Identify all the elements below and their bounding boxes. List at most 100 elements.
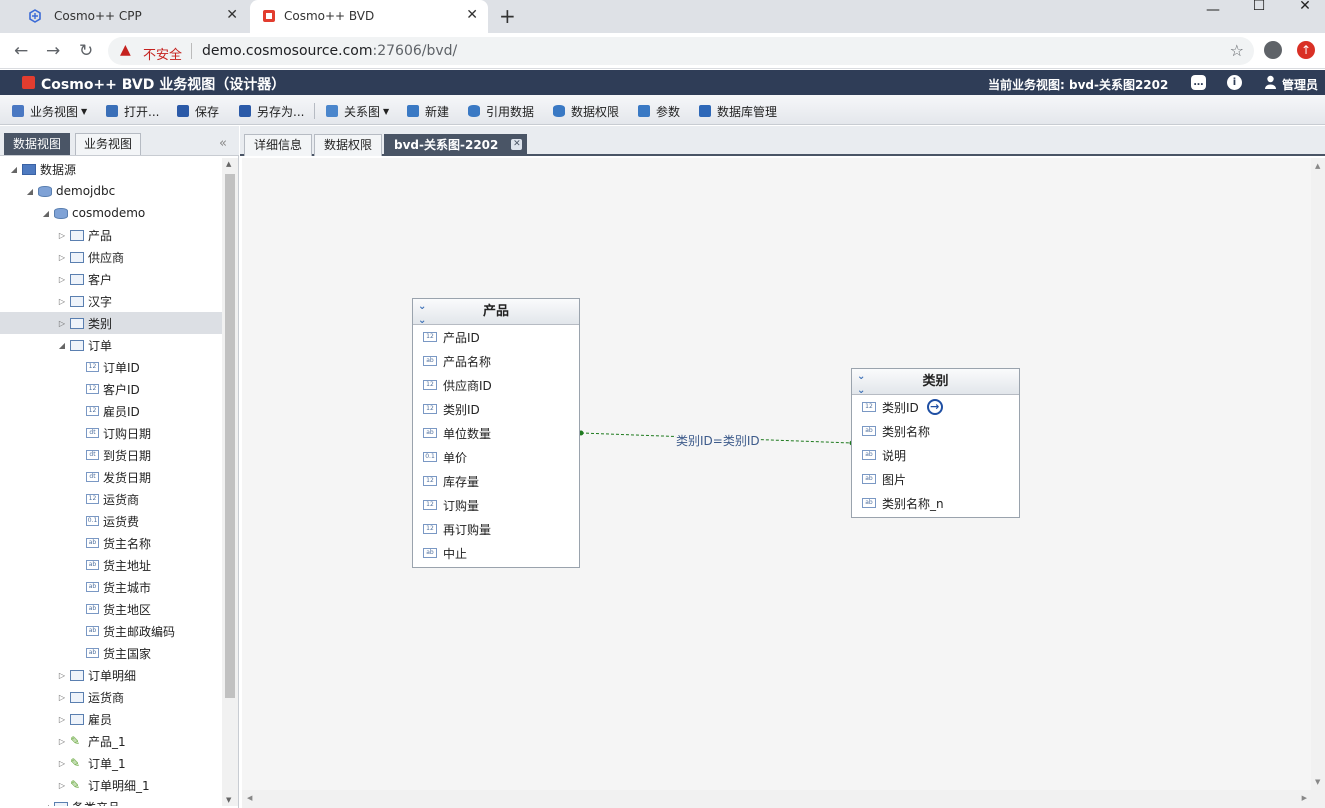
browser-tab-cpp[interactable]: Cosmo++ CPP ✕ xyxy=(8,0,248,33)
link-arrow-icon[interactable]: → xyxy=(926,399,943,415)
tree-node[interactable]: ▷雇员 xyxy=(0,708,222,730)
tree-node[interactable]: ▷类别 xyxy=(0,312,222,334)
relation-diagram-menu-button[interactable]: 关系图 ▼ xyxy=(326,102,389,120)
security-label[interactable]: 不安全 xyxy=(143,48,183,63)
message-icon[interactable]: … xyxy=(1191,75,1206,90)
new-button[interactable]: 新建 xyxy=(407,102,449,120)
tab-business-view[interactable]: 业务视图 xyxy=(75,133,142,155)
close-tab-icon[interactable]: ✕ xyxy=(226,7,238,23)
tree-node[interactable]: ▷✎订单明细_1 xyxy=(0,774,222,796)
minimize-icon[interactable]: — xyxy=(1206,2,1220,18)
collapsed-toggle-icon[interactable]: ▷ xyxy=(58,318,66,328)
entity-header[interactable]: ⌄⌄ 类别 xyxy=(852,369,1019,396)
tree-node[interactable]: ▷客户 xyxy=(0,268,222,290)
scroll-up-icon[interactable]: ▲ xyxy=(1315,162,1321,170)
expanded-toggle-icon[interactable]: ◢ xyxy=(26,186,34,196)
close-tab-icon[interactable]: ✕ xyxy=(466,7,478,23)
relation-line[interactable] xyxy=(242,158,1311,790)
scrollbar-thumb[interactable] xyxy=(225,174,235,698)
data-permission-button[interactable]: 数据权限 xyxy=(553,102,619,120)
canvas-horizontal-scrollbar[interactable]: ◀ ▶ xyxy=(242,790,1325,808)
profile-avatar-icon[interactable] xyxy=(1264,41,1282,59)
new-tab-icon[interactable]: + xyxy=(499,4,516,28)
reload-icon[interactable]: ↻ xyxy=(79,41,94,61)
tree-node[interactable]: ▷运货商 xyxy=(0,686,222,708)
double-chevron-down-icon[interactable]: ⌄⌄ xyxy=(857,371,866,396)
tree-scrollbar[interactable]: ▲ ▼ xyxy=(222,158,238,806)
collapsed-toggle-icon[interactable]: ▷ xyxy=(58,230,66,240)
collapsed-toggle-icon[interactable]: ▷ xyxy=(58,780,66,790)
open-button[interactable]: 打开... xyxy=(106,102,159,120)
tree-node[interactable]: ▷汉字 xyxy=(0,290,222,312)
relation-label[interactable]: 类别ID=类别ID xyxy=(676,432,760,449)
business-view-menu-button[interactable]: 业务视图 ▼ xyxy=(12,102,87,120)
double-chevron-down-icon[interactable]: ⌄⌄ xyxy=(418,301,427,326)
url-text[interactable]: demo.cosmosource.com:27606/bvd/ xyxy=(202,43,457,59)
collapsed-toggle-icon[interactable]: ▷ xyxy=(58,274,66,284)
close-window-icon[interactable]: ✕ xyxy=(1299,0,1311,14)
tree-node[interactable]: ▷供应商 xyxy=(0,246,222,268)
reference-data-button[interactable]: 引用数据 xyxy=(468,102,534,120)
close-tab-icon[interactable]: ✕ xyxy=(511,139,523,150)
browser-tab-bvd[interactable]: Cosmo++ BVD ✕ xyxy=(250,0,488,33)
canvas-vertical-scrollbar[interactable]: ▲ ▼ xyxy=(1311,158,1325,790)
forward-icon[interactable]: → xyxy=(46,41,61,61)
tree-node[interactable]: ▷✎产品_1 xyxy=(0,730,222,752)
back-icon[interactable]: ← xyxy=(14,41,29,61)
tab-details[interactable]: 详细信息 xyxy=(244,134,313,156)
bookmark-star-icon[interactable]: ☆ xyxy=(1229,41,1244,60)
update-icon[interactable]: ↑ xyxy=(1297,41,1315,59)
params-button[interactable]: 参数 xyxy=(638,102,680,120)
scroll-down-icon[interactable]: ▼ xyxy=(1315,778,1321,786)
tree-node[interactable]: ◢订单 xyxy=(0,334,222,356)
omnibox[interactable]: ▲ 不安全 demo.cosmosource.com:27606/bvd/ ☆ xyxy=(108,37,1254,65)
collapsed-toggle-icon[interactable]: ▷ xyxy=(58,670,66,680)
save-button[interactable]: 保存 xyxy=(177,102,219,120)
collapsed-toggle-icon[interactable]: ▷ xyxy=(58,296,66,306)
tree-node[interactable]: ▷订单明细 xyxy=(0,664,222,686)
maximize-icon[interactable]: ☐ xyxy=(1252,0,1266,14)
entity-header[interactable]: ⌄⌄ 产品 xyxy=(413,299,579,326)
collapse-panel-icon[interactable]: « xyxy=(219,136,227,151)
collapsed-toggle-icon[interactable]: ▷ xyxy=(58,714,66,724)
scroll-down-icon[interactable]: ▼ xyxy=(226,796,232,804)
tree-node[interactable]: ▷✎订单_1 xyxy=(0,752,222,774)
expanded-toggle-icon[interactable]: ◢ xyxy=(40,803,52,807)
tree-node[interactable]: ◢demojdbc xyxy=(0,180,222,202)
scroll-right-icon[interactable]: ▶ xyxy=(1301,794,1307,802)
collapsed-toggle-icon[interactable]: ▷ xyxy=(58,758,66,768)
tree-node[interactable]: ◢数据源 xyxy=(0,158,222,180)
collapsed-toggle-icon[interactable]: ▷ xyxy=(58,252,66,262)
expanded-toggle-icon[interactable]: ◢ xyxy=(42,208,50,218)
